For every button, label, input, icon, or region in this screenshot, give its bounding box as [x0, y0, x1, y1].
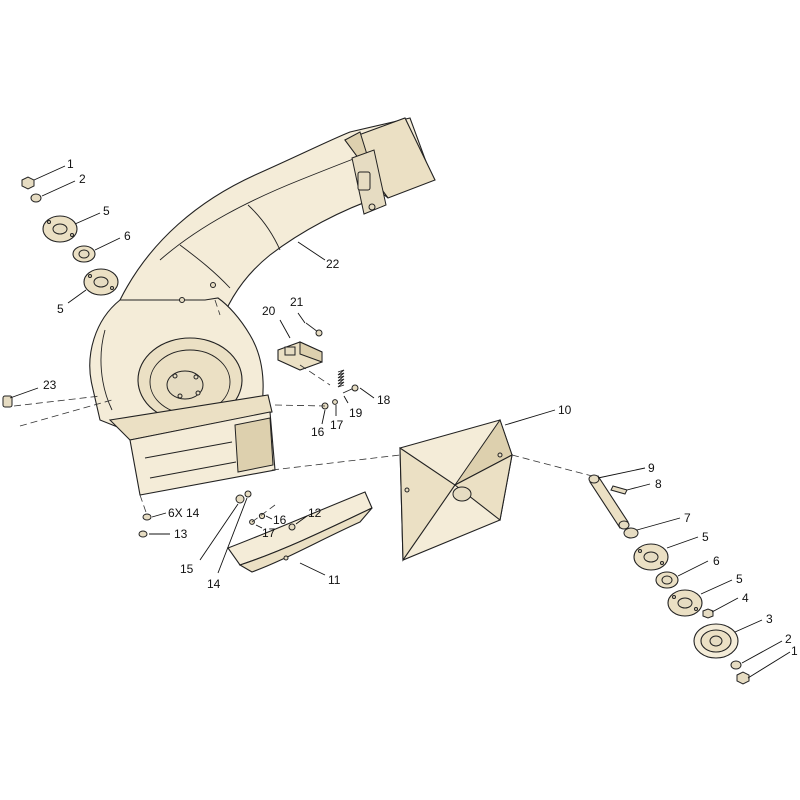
callout-20: 20: [262, 304, 276, 318]
callout-21: 21: [290, 295, 304, 309]
callout-16a: 16: [311, 425, 325, 439]
fitting-23: [2, 395, 13, 408]
callout-3: 3: [766, 612, 773, 626]
callout-17a: 17: [330, 418, 344, 432]
callout-5c: 5: [702, 530, 709, 544]
cover-plate-11: [227, 491, 373, 573]
spring-19: [337, 369, 345, 388]
nut-13: [138, 530, 148, 538]
leader-lines: [9, 165, 791, 679]
blower-housing-assembly: [89, 117, 436, 496]
key-4: [702, 608, 714, 619]
key-8: [610, 485, 628, 495]
callout-10: 10: [558, 403, 572, 417]
washer-17a: [332, 399, 338, 405]
shaft-9: [588, 474, 630, 530]
callout-6a: 6: [124, 229, 131, 243]
nut-1a: [21, 176, 35, 190]
callout-5b: 5: [57, 302, 64, 316]
assembly-lines: [13, 299, 593, 523]
callout-15: 15: [180, 562, 194, 576]
callout-1b: 1: [791, 644, 798, 658]
callout-14: 14: [207, 577, 221, 591]
callout-23: 23: [43, 378, 57, 392]
callout-12: 12: [308, 506, 322, 520]
bolt-21: [305, 322, 323, 337]
collar-7: [623, 527, 639, 539]
washer-14: [244, 490, 252, 498]
callout-2b: 2: [785, 632, 792, 646]
discharge-chute: [119, 117, 433, 331]
callout-5d: 5: [736, 572, 743, 586]
callout-8: 8: [655, 477, 662, 491]
callout-18: 18: [377, 393, 391, 407]
bracket-20: [277, 341, 323, 371]
washer-16b: [258, 512, 266, 520]
callout-labels: 1 2 5 6 5 22 20 21 23 18 19 17 16 10 6X …: [43, 157, 798, 658]
callout-6x14: 6X 14: [168, 506, 200, 520]
housing-base-plate: [108, 394, 273, 441]
callout-2a: 2: [79, 172, 86, 186]
washer-2a: [30, 193, 42, 203]
callout-11: 11: [328, 573, 341, 587]
callout-7: 7: [684, 511, 691, 525]
callout-9: 9: [648, 461, 655, 475]
callout-17b: 17: [262, 526, 276, 540]
callout-1a: 1: [67, 157, 74, 171]
nut-1b: [736, 671, 750, 685]
callout-13: 13: [174, 527, 188, 541]
callout-22: 22: [326, 257, 340, 271]
callout-19: 19: [349, 406, 363, 420]
callout-16b: 16: [273, 513, 287, 527]
callout-4: 4: [742, 591, 749, 605]
nut-15: [235, 494, 245, 504]
bolt-18: [342, 384, 359, 394]
bolt-12: [288, 523, 296, 531]
callout-6b: 6: [713, 554, 720, 568]
right-bearing-stack: [633, 543, 750, 685]
impeller-10: [399, 418, 513, 562]
washer-2b: [730, 660, 742, 670]
washer-6x14: [142, 513, 152, 521]
left-bearing-stack: [21, 176, 119, 296]
callout-5a: 5: [103, 204, 110, 218]
